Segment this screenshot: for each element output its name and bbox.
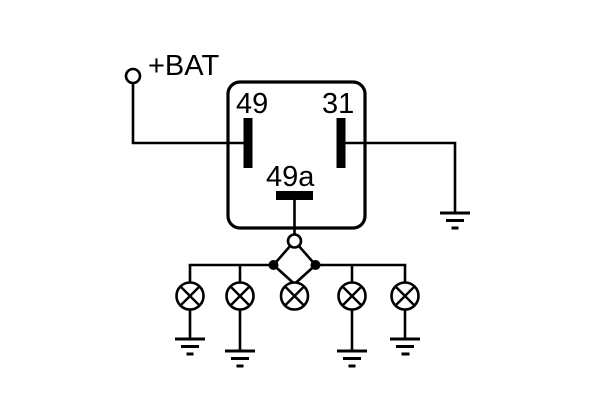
terminal-31: 31	[322, 88, 470, 230]
terminal-49: 49	[236, 88, 268, 168]
lamp2-cross	[229, 285, 251, 307]
pilot-lamp-cross	[284, 285, 305, 307]
battery-feed: +BAT	[124, 50, 248, 145]
lamp-icon	[175, 281, 205, 311]
terminal-49-label: 49	[236, 88, 268, 120]
terminal-31-wire	[341, 141, 457, 213]
battery-wire	[131, 83, 248, 145]
ground-icon	[225, 349, 255, 368]
left-branch-wire	[188, 263, 274, 283]
lamp-icon	[337, 281, 367, 311]
terminal-49a-pin-icon	[276, 191, 313, 200]
lamp-icon	[225, 281, 255, 311]
relay	[226, 80, 367, 230]
lamp4-cross	[341, 285, 363, 307]
switch-contact-left-icon	[268, 260, 279, 270]
lamp5-cross	[394, 285, 416, 307]
switch-contact-right-icon	[310, 260, 321, 270]
ground-icon	[440, 211, 470, 230]
switch-pivot-icon	[286, 233, 303, 249]
relay-box	[226, 80, 367, 230]
lamp-icon	[279, 281, 310, 311]
terminal-49a: 49a	[266, 161, 315, 235]
battery-terminal-icon	[124, 67, 142, 85]
switch-lever-wires	[272, 240, 317, 285]
right-branch-wire	[315, 263, 407, 283]
lamp-ground-wires	[188, 309, 407, 351]
ground-icon	[175, 337, 205, 356]
terminal-31-pin-icon	[336, 118, 346, 168]
lamp-icon	[390, 281, 420, 311]
terminal-49-pin-icon	[243, 118, 253, 168]
turn-signal-switch	[188, 233, 407, 285]
ground-icon	[337, 349, 367, 368]
terminal-31-label: 31	[322, 88, 354, 120]
lamp1-cross	[179, 285, 201, 307]
battery-label: +BAT	[148, 50, 219, 82]
ground-icon	[390, 337, 420, 356]
terminal-49a-label: 49a	[266, 161, 315, 193]
